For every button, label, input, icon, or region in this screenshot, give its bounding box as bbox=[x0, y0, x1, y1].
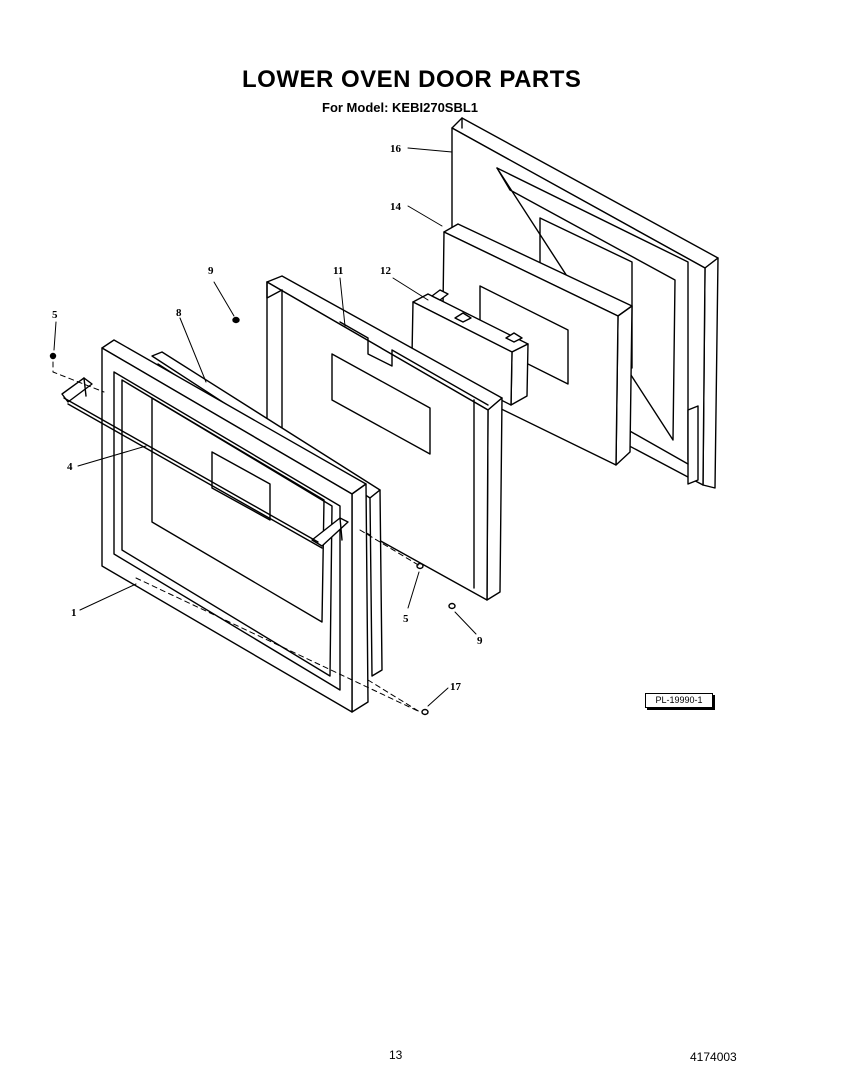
leader-lines bbox=[53, 147, 477, 707]
label-part-5-right: 5 bbox=[403, 613, 409, 625]
screw-part-5-right bbox=[416, 562, 424, 570]
label-part-5-left: 5 bbox=[52, 309, 58, 321]
model-subtitle: For Model: KEBI270SBL1 bbox=[322, 100, 479, 115]
label-part-1: 1 bbox=[71, 607, 77, 619]
part-4-door-handle bbox=[61, 377, 349, 549]
page-number: 13 bbox=[389, 1048, 403, 1062]
label-part-9-right: 9 bbox=[477, 635, 483, 647]
part-12-bracket bbox=[411, 289, 529, 406]
part-1-outer-door bbox=[101, 339, 369, 713]
screw-part-17 bbox=[421, 708, 429, 716]
label-part-17: 17 bbox=[450, 681, 462, 693]
label-part-11: 11 bbox=[333, 265, 343, 277]
label-part-8: 8 bbox=[176, 307, 182, 319]
label-part-9-top: 9 bbox=[208, 265, 214, 277]
screw-part-9-top bbox=[232, 316, 240, 324]
assembly-lines bbox=[52, 361, 421, 713]
page-title: LOWER OVEN DOOR PARTS bbox=[242, 66, 582, 93]
label-part-4: 4 bbox=[67, 461, 73, 473]
diagram-reference-box: PL-19990-1 bbox=[645, 693, 713, 708]
document-number: 4174003 bbox=[690, 1050, 737, 1064]
label-part-12: 12 bbox=[380, 265, 392, 277]
screw-part-9-right bbox=[448, 602, 456, 610]
part-11-door-frame bbox=[266, 275, 503, 601]
label-part-14: 14 bbox=[390, 201, 402, 213]
screw-part-5-left bbox=[49, 352, 57, 360]
label-part-16: 16 bbox=[390, 143, 402, 155]
